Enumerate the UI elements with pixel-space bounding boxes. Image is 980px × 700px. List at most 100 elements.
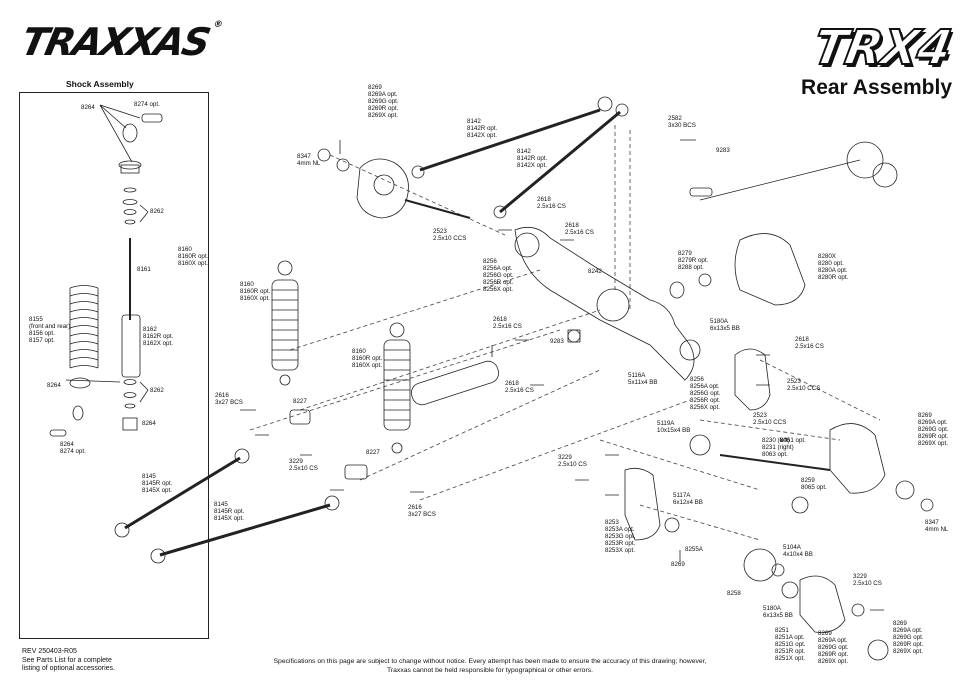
shock-bushing xyxy=(49,429,67,437)
o-ring xyxy=(124,403,136,409)
link-rod-end xyxy=(324,495,340,511)
disclaimer: Specifications on this page are subject … xyxy=(273,658,707,674)
o-ring xyxy=(124,219,136,225)
link-rod-end xyxy=(597,96,613,112)
differential-gear xyxy=(872,162,898,188)
part-label: 2618 2.5x16 CS xyxy=(493,316,522,330)
part-label: 2523 2.5x10 CCS xyxy=(753,412,787,426)
differential-cover xyxy=(596,288,630,322)
part-label: 2616 3x27 BCS xyxy=(408,504,436,518)
leader-line xyxy=(99,104,141,163)
axle-end xyxy=(514,232,540,258)
axle-housing xyxy=(514,226,695,381)
bearing xyxy=(669,281,685,299)
part-label: 8269 8269A opt. 8269G opt. 8269R opt. 82… xyxy=(893,620,924,655)
part-label: 8347 4mm NL xyxy=(925,519,949,533)
part-label: 8242 xyxy=(588,268,602,275)
part-label: 5119A 10x15x4 BB xyxy=(657,420,691,434)
page-title: Rear Assembly xyxy=(801,76,952,99)
part-label: 8264 xyxy=(47,382,61,389)
part-label: 5117A 6x12x4 BB xyxy=(673,492,703,506)
part-label: 8227 xyxy=(293,398,307,405)
o-ring xyxy=(123,392,137,398)
part-label: 2618 2.5x16 CS xyxy=(565,222,594,236)
part-label: 8279 8279R opt. 8288 opt. xyxy=(678,250,709,271)
revision-note: REV 250403-R05 See Parts List for a comp… xyxy=(22,648,115,672)
bearing xyxy=(689,434,711,456)
differential-gear xyxy=(846,141,884,179)
link-rod-end xyxy=(493,205,507,219)
part-label: 9283 xyxy=(550,338,564,345)
nylon-locknut xyxy=(920,498,934,512)
part-label: 8274 opt. xyxy=(134,101,160,108)
part-label: 8264 xyxy=(81,104,95,111)
part-label: 8347 4mm NL xyxy=(297,153,321,167)
part-label: 8160 8160R opt. 8160X opt. xyxy=(240,281,271,302)
part-label: 8280X 8280 opt. 8280A opt. 8280R opt. xyxy=(818,253,849,281)
driveshaft xyxy=(699,159,861,201)
part-label: 8160 8160R opt. 8160X opt. xyxy=(352,348,383,369)
shock-rod-end xyxy=(122,123,138,143)
wheel-hub xyxy=(895,480,915,500)
part-label: 8253 8253A opt. 8253G opt. 8253R opt. 82… xyxy=(605,519,636,554)
shock-right xyxy=(383,322,411,454)
portal-housing xyxy=(734,348,771,411)
part-label: 8162 8162R opt. 8162X opt. xyxy=(143,326,174,347)
o-ring xyxy=(123,187,137,193)
o-ring xyxy=(123,209,137,215)
part-label: 2582 3x30 BCS xyxy=(668,115,696,129)
part-label: 8142 8142R opt. 8142X opt. xyxy=(467,118,498,139)
part-label: 8155 (front and rear) 8156 opt. 8157 opt… xyxy=(29,316,71,344)
shock-cap-body xyxy=(120,164,140,174)
shock-assembly-title: Shock Assembly xyxy=(66,79,134,89)
construction-lines xyxy=(249,125,881,541)
part-label: 8262 xyxy=(150,387,164,394)
spring-retainer xyxy=(69,377,91,389)
part-label: 8251 8251A opt. 8251G opt. 8251R opt. 82… xyxy=(775,627,806,662)
bearing xyxy=(771,563,785,577)
part-label: 8264 xyxy=(142,420,156,427)
portal-gear xyxy=(743,548,777,582)
axle-shaft xyxy=(719,454,831,471)
part-label: 8262 xyxy=(150,208,164,215)
link-rod-end xyxy=(411,165,425,179)
shock-mount xyxy=(344,464,368,480)
part-label: 2616 3x27 BCS xyxy=(215,392,243,406)
part-label: 8227 xyxy=(366,449,380,456)
part-label: 5104A 4x10x4 BB xyxy=(783,544,813,558)
bearing xyxy=(567,329,581,343)
link-rod-end xyxy=(150,548,166,564)
part-label: 2523 2.5x10 CCS xyxy=(787,378,821,392)
axle-shaft xyxy=(404,199,471,219)
portal-housing-lower xyxy=(624,467,661,541)
shock-body xyxy=(121,314,141,378)
bearing xyxy=(781,581,799,599)
part-label: 8230 (left) 8231 (right) 8063 opt. xyxy=(762,437,794,458)
link-rod-end xyxy=(234,448,250,464)
part-label: 2618 2.5x16 CS xyxy=(795,336,824,350)
driveshaft-yoke xyxy=(689,187,713,197)
shock-bushing xyxy=(141,113,163,123)
part-label: 8264 8274 opt. xyxy=(60,441,86,455)
shock-mount xyxy=(289,409,311,425)
leader-line xyxy=(65,379,121,383)
part-label: 2523 2.5x10 CCS xyxy=(433,228,467,242)
shock-assembly-box xyxy=(19,92,209,639)
portal-housing-outer xyxy=(829,423,886,494)
portal-hub xyxy=(373,174,395,196)
part-label: 8161 xyxy=(137,266,151,273)
o-ring xyxy=(122,199,138,205)
part-label: 9283 xyxy=(716,147,730,154)
upper-link xyxy=(499,110,621,214)
output-gear xyxy=(791,496,809,514)
wheel-hub xyxy=(867,639,889,661)
o-ring xyxy=(123,379,137,385)
part-label: 8145 8145R opt. 8145X opt. xyxy=(142,473,173,494)
part-label: 8256 8256A opt. 8256G opt. 8256R opt. 82… xyxy=(690,376,721,411)
part-label: 8142 8142R opt. 8142X opt. xyxy=(517,148,548,169)
nylon-locknut xyxy=(317,148,331,162)
part-label: 8160 8160R opt. 8160X opt. xyxy=(178,246,209,267)
screws xyxy=(240,139,884,611)
